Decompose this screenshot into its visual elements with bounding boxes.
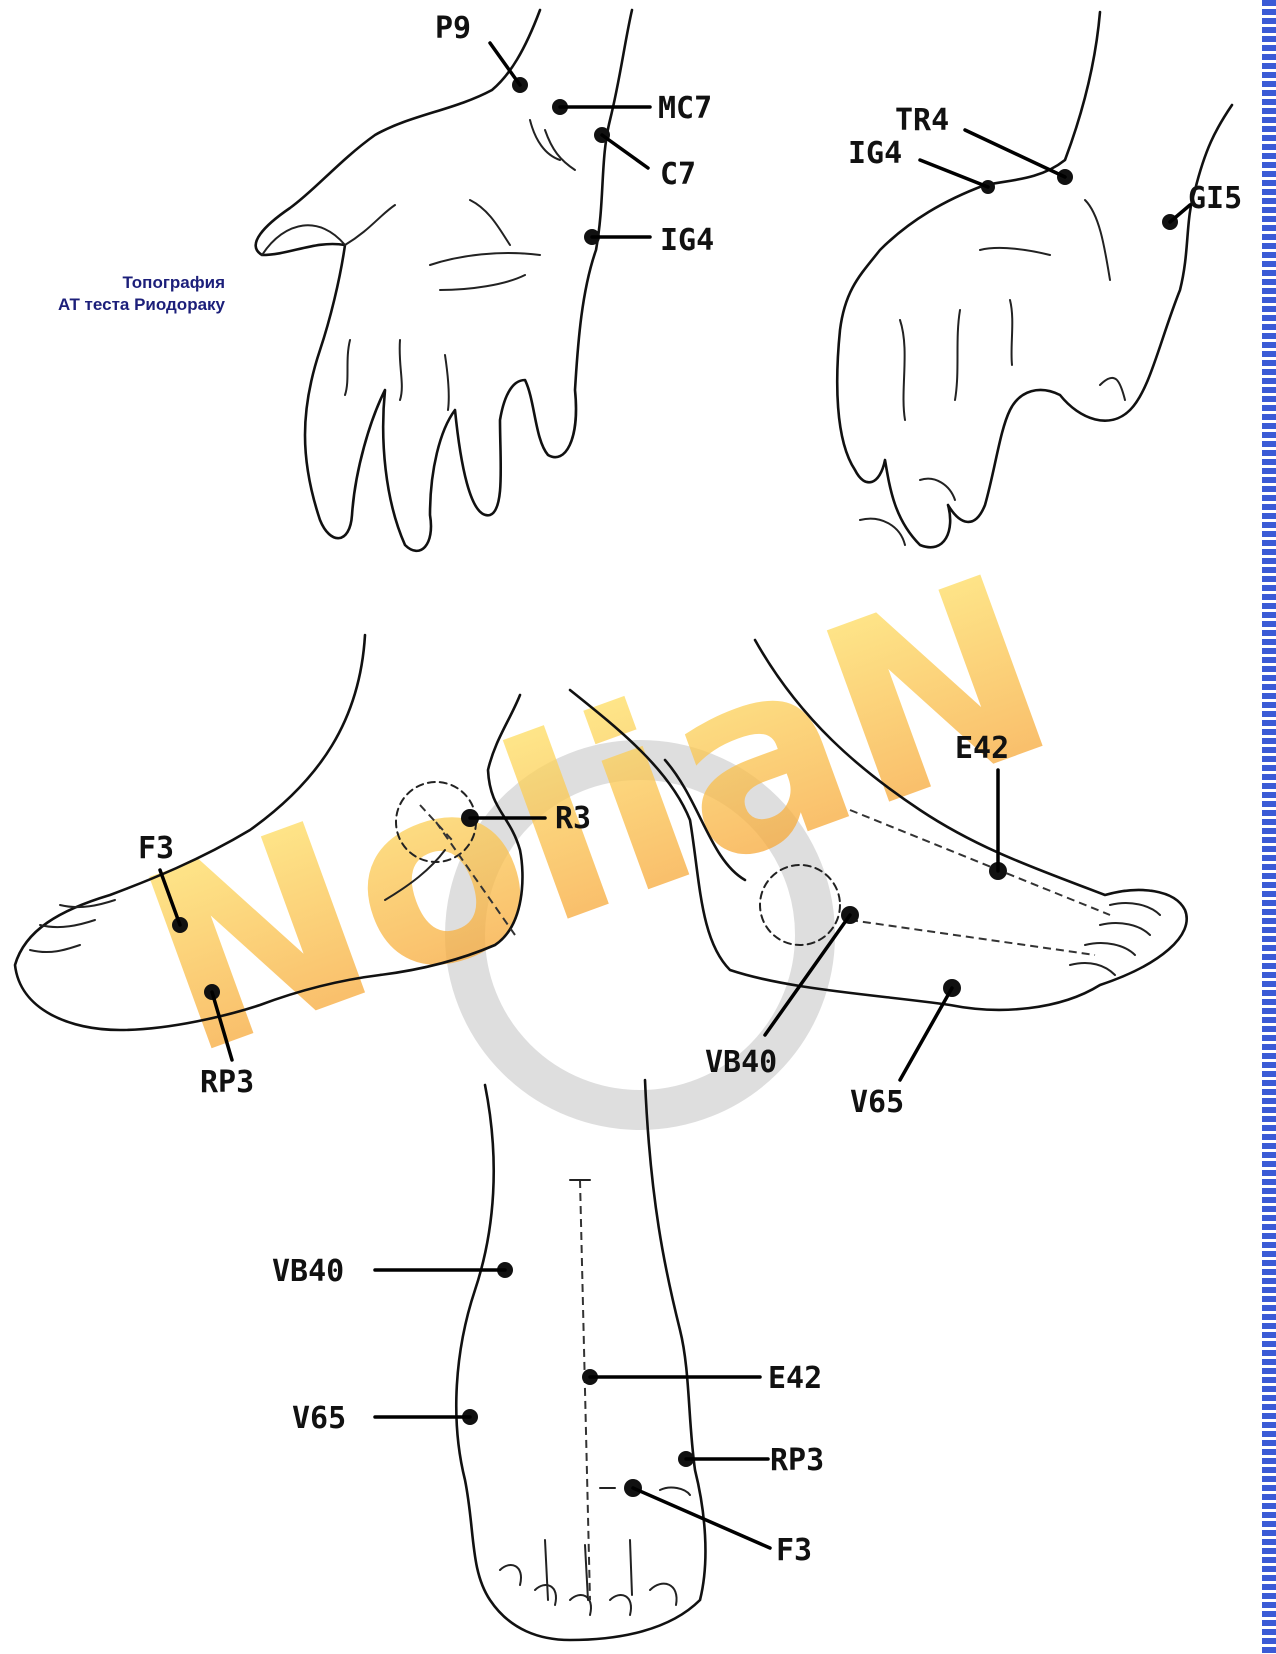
label-e42-dorsal: E42 <box>768 1361 822 1396</box>
page-border <box>1262 0 1276 1654</box>
label-e42-lateral: E42 <box>955 731 1009 766</box>
leader-tr4 <box>965 130 1065 177</box>
label-tr4-back: TR4 <box>895 103 949 138</box>
watermark-logo: NoliaN <box>111 520 1085 1112</box>
label-c7-palm: C7 <box>660 157 696 192</box>
leader-c7 <box>602 135 648 168</box>
label-f3-medial: F3 <box>138 831 174 866</box>
label-gi5-back: GI5 <box>1188 181 1242 216</box>
dorsal-foot-figure <box>456 1080 705 1640</box>
back-of-hand-figure <box>837 12 1232 547</box>
label-ig4-palm: IG4 <box>660 223 714 258</box>
watermark-text: NoliaN <box>111 520 1085 1112</box>
label-rp3-medial: RP3 <box>200 1065 254 1100</box>
label-mc7-palm: MC7 <box>658 91 712 126</box>
leader-gi5 <box>1170 205 1190 222</box>
label-v65-lateral: V65 <box>850 1085 904 1120</box>
leader-ig4-back <box>920 160 988 187</box>
label-p9-palm: P9 <box>435 11 471 46</box>
label-ig4-back: IG4 <box>848 136 902 171</box>
palm-hand-figure <box>256 10 632 551</box>
label-vb40-dorsal: VB40 <box>272 1254 344 1289</box>
label-vb40-lateral: VB40 <box>705 1045 777 1080</box>
label-r3-medial: R3 <box>555 801 591 836</box>
label-v65-dorsal: V65 <box>292 1401 346 1436</box>
label-rp3-dorsal: RP3 <box>770 1443 824 1478</box>
label-f3-dorsal: F3 <box>776 1533 812 1568</box>
